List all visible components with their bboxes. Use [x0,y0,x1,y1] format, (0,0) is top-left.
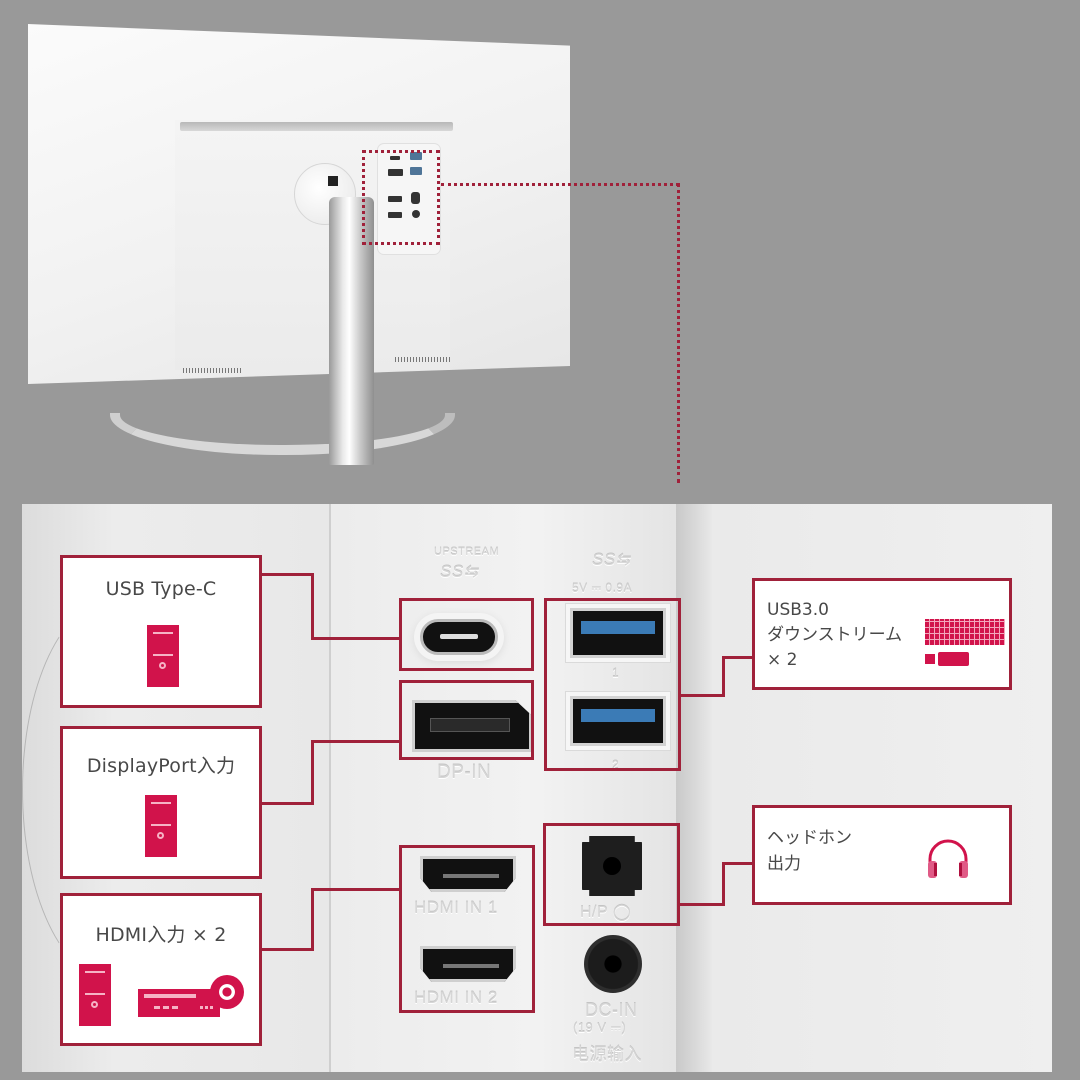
headphones-icon [928,839,968,878]
pc-led [157,832,164,839]
pc-tower-icon [147,625,179,687]
hdmi-in-1-label: HDMI IN 1 [414,898,498,917]
highlight-hdmi [399,845,535,1013]
mini-usb-2 [410,167,422,175]
hdmi-port-1 [420,856,516,892]
usb-mouse-icon [925,652,969,666]
panel-seam [329,504,331,1072]
connector-headphone [722,862,725,906]
upstream-label: UPSTREAM [434,546,500,558]
hdmi-in-2-label: HDMI IN 2 [414,988,498,1007]
mini-usbc [390,156,400,160]
connector-usbc [311,637,400,640]
callout-displayport-label: DisplayPort入力 [86,755,236,777]
dvd-player-icon [138,989,220,1017]
mini-dc-in [412,210,420,218]
highlight-usb-c [399,598,534,671]
headphone-jack-hole [603,857,621,875]
mini-usb-1 [410,152,422,160]
connector-usb-downstream [722,656,725,697]
pc-tower-icon [145,795,177,857]
dc-power-label: 电源输入 [572,1045,642,1064]
connector-usb-downstream [680,694,725,697]
hdmi-slot [443,874,499,878]
callout-usb-type-c-label: USB Type-C [105,578,217,600]
usb-power-label: 5V ⎓ 0.9A [572,581,633,595]
mini-dp [388,169,403,176]
mini-hdmi-2 [388,212,402,218]
dvd-buttons [154,1006,178,1009]
pc-led [159,662,166,669]
usb-2-label: 2 [612,758,620,772]
callout-hdmi: HDMI入力 × 2 [60,893,262,1046]
mini-headphone [411,192,420,204]
zoom-leader-vertical [677,183,680,483]
connector-usbc [260,573,313,576]
hdmi-port-2 [420,946,516,982]
usb-plug-body [938,652,969,666]
dc-in-jack [584,935,642,993]
ss-downstream-label: SS⇆ [592,550,631,569]
vent-left [183,368,241,373]
connector-dp [311,740,400,743]
usb-a-port-2 [570,696,666,746]
ss-upstream-label: SS⇆ [440,562,479,581]
callout-headphone: ヘッドホン 出力 [752,805,1012,905]
usb-a-blue-tongue [581,709,655,722]
dc-voltage-label: (19 V ⎓) [573,1020,627,1035]
connector-usbc [311,573,314,639]
stand-base [110,413,455,455]
connector-usb-downstream [722,656,754,659]
connector-dp [260,802,313,805]
dc-in-label: DC-IN [585,1000,638,1020]
stand-neck [329,197,374,465]
callout-displayport: DisplayPort入力 [60,726,262,879]
vent-right [395,357,450,362]
pc-led [91,1001,98,1008]
callout-usb-downstream-line2: ダウンストリーム [767,625,903,645]
keyboard-icon [925,619,1005,645]
callout-usb-downstream-line1: USB3.0 [767,600,829,620]
highlight-displayport [399,680,534,760]
usb-a-blue-tongue [581,621,655,634]
dvd-dots [200,1006,214,1009]
mini-hdmi-1 [388,196,402,202]
callout-hdmi-label: HDMI入力 × 2 [95,924,227,946]
pc-tower-icon [79,964,111,1026]
connector-hdmi [260,948,313,951]
zoom-highlight-box [362,150,440,245]
displayport-inner [430,718,510,732]
highlight-usb-a [544,598,681,771]
connector-hdmi [311,888,314,951]
callout-headphone-line2: 出力 [767,854,801,874]
dp-in-label: DP-IN [437,762,492,783]
callout-usb-type-c: USB Type-C [60,555,262,708]
callout-headphone-line1: ヘッドホン [767,828,852,848]
connector-dp [311,740,314,805]
usb-c-tongue [440,634,478,639]
monitor-handle-slot [180,122,453,131]
dvd-slot [144,994,196,998]
callout-usb-downstream-line3: × 2 [767,650,798,670]
connector-headphone [679,903,725,906]
stand-curve [22,600,202,980]
connector-hdmi [311,888,400,891]
hdmi-slot [443,964,499,968]
headphone-port-label: H/P ◯ [580,904,632,921]
connector-headphone [722,862,754,865]
panel-shade [676,504,712,1072]
highlight-headphone [543,823,680,926]
usb-plug-head [925,654,935,664]
zoom-leader-horizontal [441,183,679,186]
port-bay-thumbnail [378,144,440,254]
usb-1-label: 1 [612,666,620,680]
vesa-clip [328,176,338,186]
usb-a-port-1 [570,608,666,658]
disc-icon [210,975,244,1009]
